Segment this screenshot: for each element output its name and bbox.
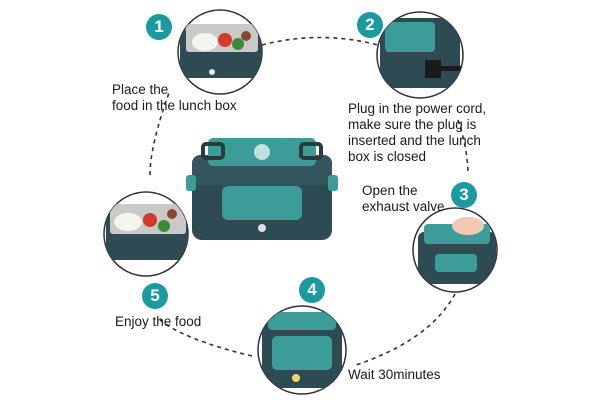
step-3-badge: 3: [451, 182, 477, 208]
step-2-caption-line: box is closed: [348, 149, 427, 164]
step-4-caption: Wait 30minutes: [348, 367, 441, 383]
step-2-caption: Plug in the power cord, make sure the pl…: [348, 101, 486, 165]
step-1-badge: 1: [146, 14, 172, 40]
step-3-caption-line: exhaust valve: [362, 199, 445, 214]
step-2-caption-line: make sure the plug is: [348, 117, 477, 132]
step-1-caption: Place the food in the lunch box: [112, 82, 237, 114]
step-4-image: [257, 305, 347, 395]
step-1-image: [177, 9, 263, 95]
step-1-caption-line: Place the: [112, 82, 169, 97]
step-3-caption-line: Open the: [362, 183, 418, 198]
step-3-caption: Open the exhaust valve: [362, 183, 445, 215]
step-5-caption-line: Enjoy the food: [115, 314, 202, 329]
step-3-image: [412, 207, 498, 293]
step-4-badge: 4: [299, 277, 325, 303]
step-2-caption-line: Plug in the power cord,: [348, 101, 487, 116]
step-2-caption-line: inserted and the lunch: [348, 133, 481, 148]
step-2-image: [376, 11, 464, 99]
step-1-caption-line: food in the lunch box: [112, 98, 237, 113]
step-4-caption-line: Wait 30minutes: [348, 367, 441, 382]
lunch-box-image: [186, 138, 338, 240]
step-5-image: [103, 191, 189, 277]
step-5-caption: Enjoy the food: [115, 314, 201, 330]
dashed-path: [149, 36, 469, 366]
step-2-badge: 2: [357, 12, 383, 38]
step-5-badge: 5: [142, 283, 168, 309]
